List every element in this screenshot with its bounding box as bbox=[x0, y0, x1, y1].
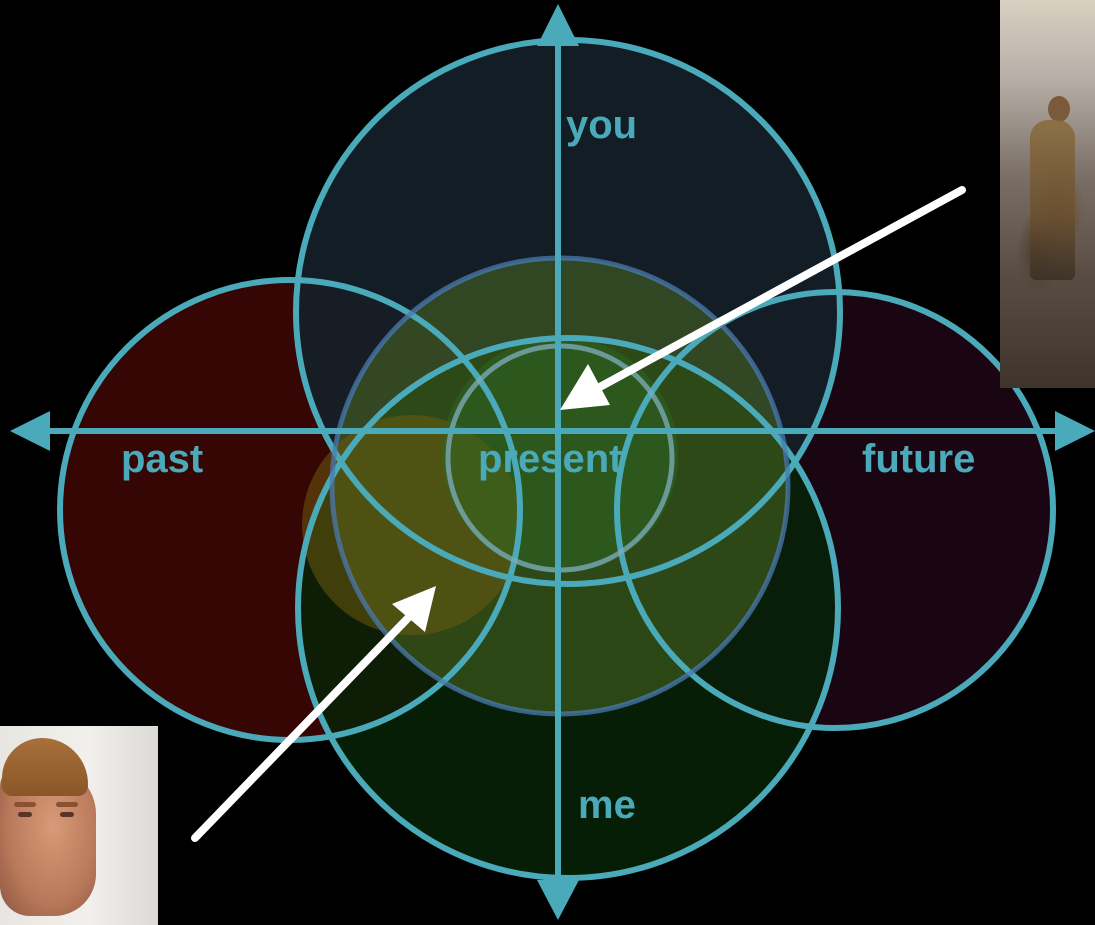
photo-portrait-man bbox=[0, 726, 158, 925]
arrowhead-icon-top bbox=[537, 4, 579, 46]
arrowhead-icon-left bbox=[10, 411, 50, 451]
eye-left bbox=[18, 812, 32, 817]
brow-left bbox=[14, 802, 36, 807]
brow-right bbox=[56, 802, 78, 807]
label-you: you bbox=[566, 103, 637, 147]
hair bbox=[2, 738, 88, 796]
arrowhead-icon-right bbox=[1055, 411, 1095, 451]
label-future: future bbox=[862, 437, 975, 481]
photo-landscape-figure bbox=[1000, 0, 1095, 388]
figure-head bbox=[1048, 96, 1070, 122]
label-present: present bbox=[478, 437, 623, 481]
arrowhead-icon-bottom bbox=[537, 880, 579, 920]
label-me: me bbox=[578, 783, 636, 827]
figure-body bbox=[1030, 120, 1075, 280]
label-past: past bbox=[121, 437, 203, 481]
eye-right bbox=[60, 812, 74, 817]
